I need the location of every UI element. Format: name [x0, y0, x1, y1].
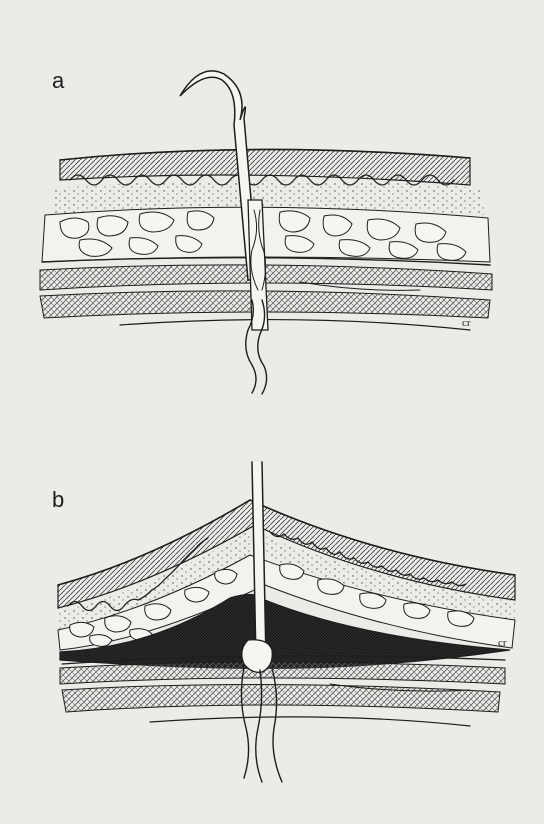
signature-a: cr	[462, 317, 471, 329]
panel-b-skin-section: cr	[58, 462, 515, 782]
hair-bulb-b	[242, 640, 273, 673]
muscle-layer-b	[62, 684, 500, 712]
signature-b: cr	[498, 637, 507, 649]
fascia-band-b	[60, 662, 505, 684]
panel-a-skin-section: cr	[40, 71, 492, 394]
